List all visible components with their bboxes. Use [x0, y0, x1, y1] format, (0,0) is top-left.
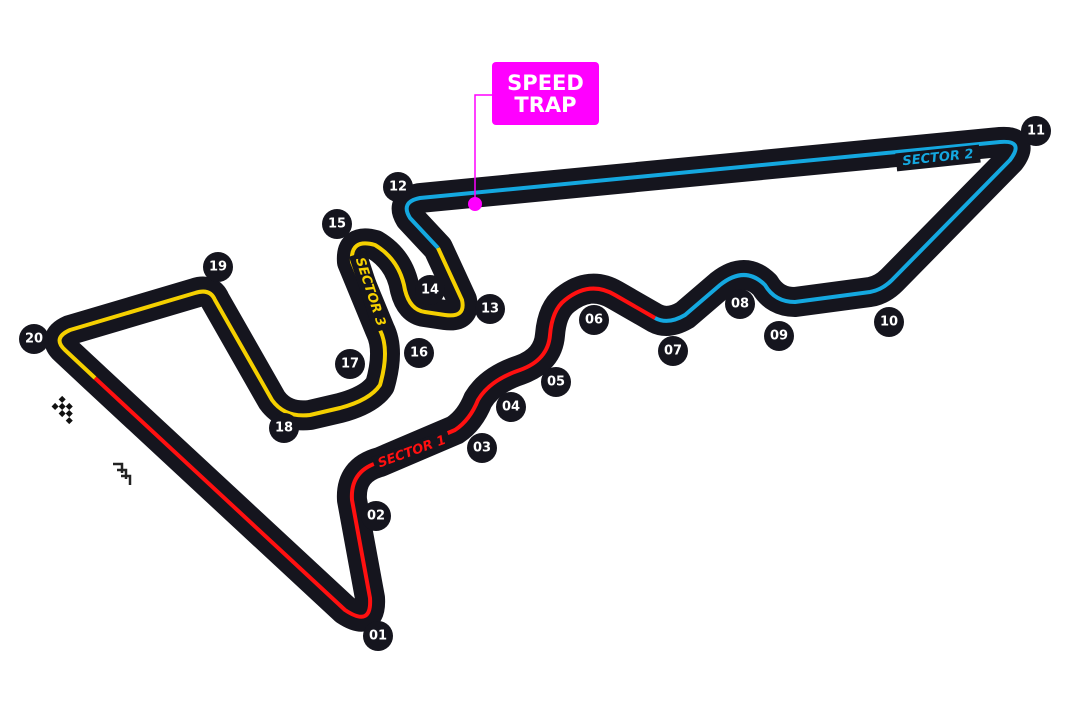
turn-marker-19: 19	[203, 252, 233, 282]
turn-badge	[203, 252, 233, 282]
turn-badge	[579, 305, 609, 335]
turn-badge	[415, 275, 445, 305]
turn-number: 04	[502, 400, 520, 415]
turn-number: 14	[421, 283, 439, 298]
track-outline	[44, 126, 1031, 632]
turn-number: 06	[585, 313, 603, 328]
turn-marker-05: 05	[541, 367, 571, 397]
turn-number: 05	[547, 375, 565, 390]
speed-trap-connector	[474, 94, 492, 204]
turn-number: 19	[209, 260, 227, 275]
turn-marker-16: 16	[404, 338, 434, 368]
turn-number: 13	[481, 302, 499, 317]
turn-number: 16	[410, 346, 428, 361]
turn-marker-13: 13	[475, 294, 505, 324]
turn-number: 12	[389, 180, 407, 195]
turn-badge	[322, 209, 352, 239]
turn-badge	[335, 349, 365, 379]
turn-number: 01	[369, 629, 387, 644]
turn-marker-20: 20	[19, 324, 49, 354]
turn-markers: 01 02 03 04 05 06 07 08 09 10 11 12 13 14 15 16 17 18 19 20	[19, 116, 1051, 651]
turn-marker-18: 18	[269, 413, 299, 443]
turn-marker-10: 10	[874, 307, 904, 337]
turn-number: 09	[770, 329, 788, 344]
turn-number: 10	[880, 315, 898, 330]
turn-number: 20	[25, 332, 43, 347]
turn-badge	[725, 289, 755, 319]
sector-2-line	[404, 139, 1018, 323]
turn-badge	[467, 433, 497, 463]
turn-marker-09: 09	[764, 321, 794, 351]
turn-number: 07	[664, 344, 682, 359]
turn-badge	[269, 413, 299, 443]
turn-marker-12: 12	[383, 172, 413, 202]
turn-badge	[475, 294, 505, 324]
turn-number: 17	[341, 357, 359, 372]
turn-badge	[1021, 116, 1051, 146]
turn-marker-14: 14	[415, 275, 445, 305]
turn-marker-08: 08	[725, 289, 755, 319]
turn-badge	[19, 324, 49, 354]
turn-badge	[764, 321, 794, 351]
turn-marker-07: 07	[658, 336, 688, 366]
turn-badge	[363, 621, 393, 651]
turn-marker-02: 02	[361, 501, 391, 531]
speed-trap-dot	[468, 197, 482, 211]
drs-chevrons-icon	[113, 462, 132, 485]
turn-number: 15	[328, 217, 346, 232]
turn-badge	[541, 367, 571, 397]
turn-marker-15: 15	[322, 209, 352, 239]
speed-trap-line2: TRAP	[514, 92, 577, 117]
turn-badge	[658, 336, 688, 366]
turn-badge	[383, 172, 413, 202]
turn-marker-06: 06	[579, 305, 609, 335]
sector-3-line	[57, 241, 465, 418]
speed-trap-line1: SPEED	[507, 70, 584, 95]
turn-marker-01: 01	[363, 621, 393, 651]
speed-trap-label: SPEED TRAP	[492, 62, 599, 125]
turn-badge	[404, 338, 434, 368]
sector-2-text: SECTOR 2	[902, 147, 974, 169]
speed-trap-marker	[468, 94, 492, 211]
turn-number: 11	[1027, 124, 1045, 139]
sector-1-line	[93, 286, 656, 619]
turn-number: 02	[367, 509, 385, 524]
turn-badge	[496, 392, 526, 422]
turn-number: 08	[731, 297, 749, 312]
turn-marker-04: 04	[496, 392, 526, 422]
start-finish-flag-icon	[51, 395, 73, 425]
turn-number: 03	[473, 441, 491, 456]
turn-badge	[874, 307, 904, 337]
turn-badge	[361, 501, 391, 531]
turn-marker-11: 11	[1021, 116, 1051, 146]
turn-number: 18	[275, 421, 293, 436]
sector-2-label: SECTOR 2	[895, 144, 981, 172]
turn-marker-17: 17	[335, 349, 365, 379]
track-surface	[44, 126, 1031, 632]
turn-marker-03: 03	[467, 433, 497, 463]
